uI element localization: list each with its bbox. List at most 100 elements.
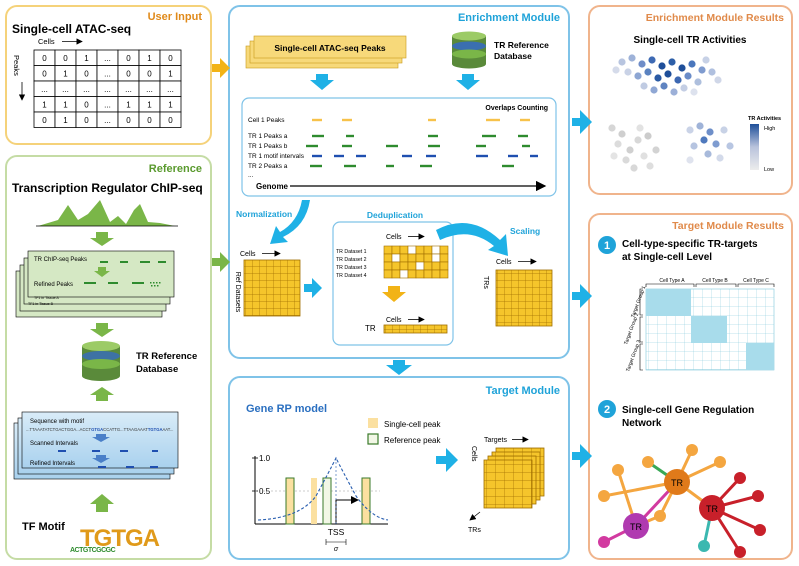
matrix-cell-value: 0 xyxy=(126,116,131,125)
scatter-point xyxy=(714,76,722,84)
activity-legend-high: High xyxy=(764,126,775,132)
deduplication-label: Deduplication xyxy=(367,210,423,220)
cells-axis-label: Cells xyxy=(38,37,55,46)
dedup-cell xyxy=(423,269,433,279)
matrix-cell-value: 1 xyxy=(168,69,173,78)
scatter-point xyxy=(698,66,706,74)
tr-row-vector xyxy=(383,324,448,334)
enrich-db-label-1: TR Reference xyxy=(494,40,549,50)
scatter-point xyxy=(644,132,652,140)
scatter-point xyxy=(668,58,676,66)
matrix-cell-value: 1 xyxy=(63,100,68,109)
tr-node-2 xyxy=(699,495,725,521)
dedup-cell xyxy=(439,245,449,255)
dedup-cell xyxy=(423,261,433,271)
tf-motif-label: TF Motif xyxy=(22,521,65,533)
arrow-input-to-enrichment xyxy=(212,58,230,78)
scatter-point xyxy=(626,146,634,154)
matrix-cell-value: 0 xyxy=(42,116,47,125)
overlaps-counting-label: Overlaps Counting xyxy=(485,105,548,112)
scatter-point xyxy=(638,60,646,68)
down-arrow-green-2 xyxy=(90,323,114,337)
matrix-cell-value: 0 xyxy=(84,116,89,125)
scatter-point xyxy=(690,142,698,150)
target-group-1: Target Group 1 xyxy=(630,285,647,319)
scatter-point xyxy=(686,126,694,134)
rp-ytick-label-1: 1.0 xyxy=(259,454,271,463)
matrix-cell-value: 0 xyxy=(42,54,47,63)
scatter-point xyxy=(618,130,626,138)
scatter-point xyxy=(686,156,694,164)
tr-cells-label: Cells xyxy=(386,317,402,324)
matrix-cell-value: 0 xyxy=(147,69,152,78)
reference-panel xyxy=(5,155,212,560)
target-results-panel xyxy=(588,213,793,560)
track-label-1: Cell 1 Peaks xyxy=(248,117,285,124)
cell-type-a: Cell Type A xyxy=(659,278,685,284)
tensor-trs-label: TRs xyxy=(468,527,481,534)
cell-type-c: Cell Type C xyxy=(743,278,769,284)
scatter-point xyxy=(678,64,686,72)
tiny-label-2: TF1 in Tissue B xyxy=(28,302,54,306)
item1-number: 1 xyxy=(604,240,610,252)
matrix-cell-value: 1 xyxy=(168,100,173,109)
scaled-matrix xyxy=(495,269,553,327)
item1-line2: at Single-cell Level xyxy=(622,252,712,263)
matrix-cell-value: ... xyxy=(62,85,69,94)
dedup-cells-label: Cells xyxy=(386,234,402,241)
activity-colorbar xyxy=(750,124,759,170)
up-arrow-green-2 xyxy=(90,494,114,512)
user-input-panel xyxy=(5,5,212,145)
track-label-5: TR 2 Peaks a xyxy=(248,163,288,170)
cell-type-brackets xyxy=(645,283,775,287)
scatter-point xyxy=(618,58,626,66)
ref-datasets-label: Ref Datasets xyxy=(234,272,241,313)
matrix-cell-value: ... xyxy=(104,100,111,109)
scatter-point xyxy=(704,150,712,158)
arrow-enrichment-to-target xyxy=(386,360,412,375)
heatmap-block-1 xyxy=(646,289,691,316)
dedup-cell xyxy=(439,269,449,279)
dedup-cell xyxy=(431,261,441,271)
scatter-point xyxy=(612,66,620,74)
scatter-point xyxy=(654,74,662,82)
activity-legend-title: TR Activities xyxy=(748,116,781,122)
arrow-to-target-results-2 xyxy=(572,444,592,468)
dedup-cell xyxy=(415,261,425,271)
normalization-label: Normalization xyxy=(236,209,292,219)
enrichment-results-panel xyxy=(588,5,793,195)
enrich-db-label-2: Database xyxy=(494,51,532,61)
cell-type-b: Cell Type B xyxy=(702,278,728,284)
network-edges xyxy=(602,448,762,554)
scatter-point xyxy=(702,56,710,64)
legend-sc-swatch xyxy=(368,418,378,428)
tiny-label-1: TF1 in Tissue A xyxy=(34,296,59,300)
chip-seq-signal xyxy=(38,200,175,226)
arrow-rp-to-tensor xyxy=(436,448,458,472)
sequence-text: ...TTAAATATCTGACTGGA...ACCTGTGACCATTG...… xyxy=(26,427,173,432)
scatter-point xyxy=(634,136,642,144)
track-label-2: TR 1 Peaks a xyxy=(248,133,288,140)
enrichment-results-header: Enrichment Module Results xyxy=(646,12,784,24)
user-input-title: Single-cell ATAC-seq xyxy=(12,22,131,36)
dataset-label-4: TR Dataset 4 xyxy=(336,273,367,279)
seq-motif-label: Sequence with motif xyxy=(30,419,84,425)
motif-logo-small: ACTGTCGCGC xyxy=(70,547,116,554)
chip-peaks-label: TR ChIP-seq Peaks xyxy=(34,257,87,263)
down-arrow-blue-1 xyxy=(92,434,110,442)
dedup-cell xyxy=(439,253,449,263)
matrix-cell-value: 0 xyxy=(63,54,68,63)
target-module-panel xyxy=(228,376,570,560)
matrix-cell-value: 0 xyxy=(84,100,89,109)
scatter-point xyxy=(670,88,678,96)
dedup-cell xyxy=(439,261,449,271)
scatter-point xyxy=(720,126,728,134)
down-arrow-green-small xyxy=(94,267,110,277)
motif-logo: TGTGA ACTGTCGCGC xyxy=(70,525,161,554)
dedup-cell xyxy=(423,245,433,255)
dataset-label-3: TR Dataset 3 xyxy=(336,265,367,271)
matrix-cell-value: ... xyxy=(104,54,111,63)
matrix-cell-value: 1 xyxy=(63,69,68,78)
dedup-matrix xyxy=(383,245,449,279)
gene-rp-title: Gene RP model xyxy=(246,403,327,415)
